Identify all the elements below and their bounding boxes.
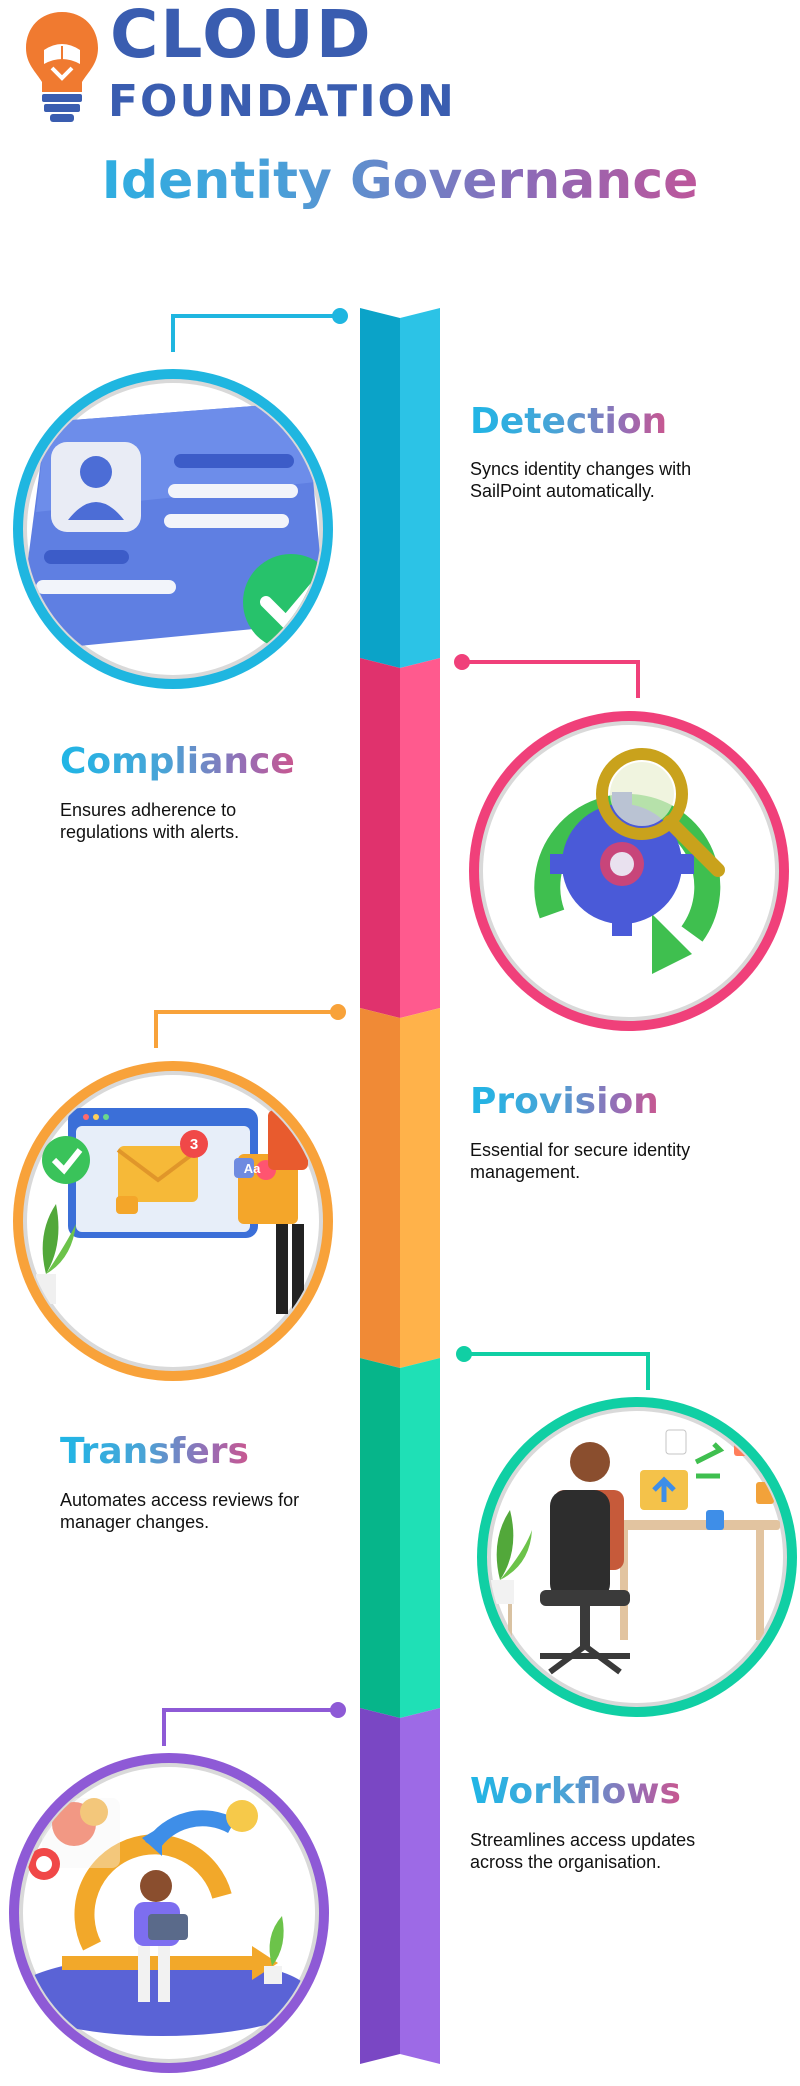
timeline-segment-compliance <box>360 658 440 1018</box>
timeline-segment-detection <box>360 308 440 668</box>
gear-magnifier-icon <box>469 711 789 1031</box>
brand-name-line1: CLOUD <box>110 0 373 73</box>
brand-name-line2: FOUNDATION <box>108 76 456 127</box>
lightbulb-logo-icon <box>26 12 98 122</box>
step-title-workflows: Workflows <box>470 1771 681 1812</box>
connector-compliance <box>454 654 640 698</box>
id-card-icon <box>13 369 333 689</box>
step-title-compliance: Compliance <box>60 741 295 782</box>
step-title-detection: Detection <box>470 401 668 442</box>
step-desc-provision: Essential for secure identity management… <box>470 1140 691 1182</box>
mail-badge-count: 3 <box>190 1136 198 1153</box>
connector-provision <box>154 1004 346 1048</box>
connector-transfers <box>456 1346 650 1390</box>
timeline-segment-transfers <box>360 1358 440 1718</box>
timeline-segment-workflows <box>360 1708 440 2064</box>
step-desc-detection: Syncs identity changes with SailPoint au… <box>470 459 692 501</box>
step-desc-transfers: Automates access reviews for manager cha… <box>60 1490 300 1532</box>
connector-workflows <box>162 1702 346 1746</box>
workflow-cycle-icon <box>9 1753 329 2073</box>
page-title: Identity Governance <box>0 150 800 212</box>
font-tile-label: Aa <box>244 1161 261 1176</box>
step-desc-workflows: Streamlines access updates across the or… <box>470 1830 696 1872</box>
step-desc-compliance: Ensures adherence to regulations with al… <box>60 800 240 842</box>
connector-detection <box>171 308 348 352</box>
step-title-transfers: Transfers <box>60 1431 249 1472</box>
timeline-segment-provision <box>360 1008 440 1368</box>
secure-mail-icon: 3 Aa <box>13 1061 333 1381</box>
step-title-provision: Provision <box>470 1081 659 1122</box>
timeline-column <box>360 308 440 2064</box>
office-desk-icon <box>477 1397 797 1717</box>
